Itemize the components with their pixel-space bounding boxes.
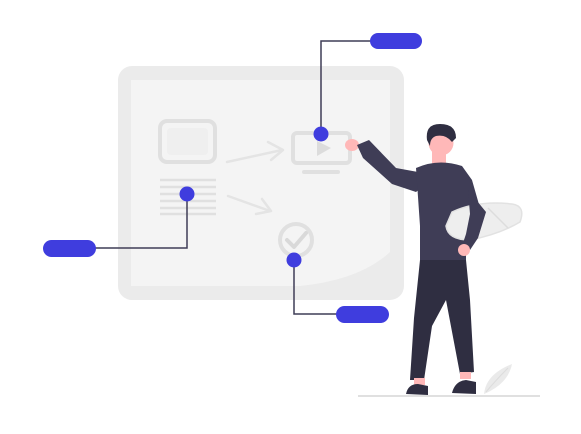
left-label-pill [43, 240, 96, 257]
plant-icon [484, 364, 512, 394]
laptop-icon [445, 202, 523, 241]
person-right-shoe [452, 380, 476, 394]
person-lower-hand [458, 244, 470, 256]
top-connector-line [320, 40, 372, 134]
person-figure [345, 124, 523, 395]
left-connector-dot [179, 186, 195, 202]
bottom-label-pill [336, 306, 389, 323]
whiteboard [118, 66, 404, 300]
person-hand [345, 139, 359, 151]
person-raised-arm [357, 140, 428, 192]
bottom-connector-line [293, 260, 338, 315]
arrow-icon [225, 140, 285, 216]
person-left-shoe [406, 384, 428, 395]
top-right-label-pill [370, 33, 422, 49]
top-connector-dot [313, 126, 329, 142]
person-lower-arm [462, 190, 486, 250]
person-hair [426, 124, 456, 146]
connectors [92, 40, 372, 315]
image-placeholder-icon [158, 119, 217, 164]
person-legs [410, 260, 474, 380]
whiteboard-panel [131, 80, 390, 286]
bottom-connector-dot [286, 252, 302, 268]
left-connector-line [92, 194, 188, 249]
